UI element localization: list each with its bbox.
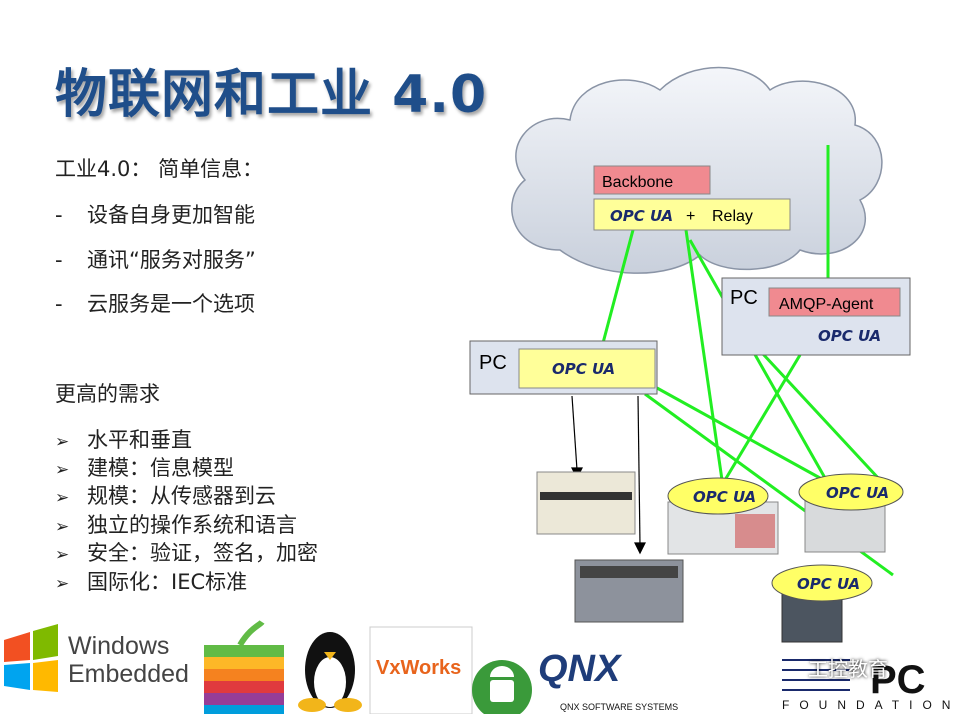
plc-device <box>536 471 636 535</box>
intro-text: 工业4.0： 简单信息： <box>55 157 264 181</box>
link <box>601 229 635 344</box>
amqp-agent-label: AMQP-Agent <box>779 296 874 313</box>
plus-label: + <box>686 208 695 225</box>
link <box>688 239 827 479</box>
arrow-bullet-icon: ➢ <box>55 432 70 452</box>
qnx-subtitle: QNX SOFTWARE SYSTEMS <box>560 702 679 712</box>
section-heading: 更高的需求 <box>55 382 160 406</box>
link <box>748 338 882 482</box>
plc-devices <box>536 471 886 643</box>
svg-text:PC: PC <box>870 658 926 702</box>
dash-item: -设备自身更加智能 <box>55 203 255 227</box>
bullet-item: ➢水平和垂直 <box>55 428 192 452</box>
svg-text:OPC UA: OPC UA <box>826 484 889 502</box>
opc-foundation-logo: PC <box>782 650 942 702</box>
arrow-bullet-icon: ➢ <box>55 488 70 508</box>
svg-text:OPC UA: OPC UA <box>797 575 860 593</box>
android-logo-icon <box>472 660 532 714</box>
arrow-bullet-icon: ➢ <box>55 574 70 594</box>
opc-ua-ellipse <box>771 564 873 602</box>
watermark: 工控教育 <box>808 657 888 681</box>
dash-item: -通讯“服务对服务” <box>55 248 256 272</box>
bullet-item: ➢建模：信息模型 <box>55 456 234 480</box>
opc-ua-logo: OPC UA <box>610 207 673 225</box>
opc-ua-ellipse <box>798 473 904 511</box>
backbone-box <box>593 165 711 195</box>
amqp-agent-box <box>768 287 901 317</box>
vxworks-logo: VxWorks <box>376 657 462 679</box>
windows-logo-line2: Embedded <box>68 660 189 688</box>
relay-label: Relay <box>712 208 753 225</box>
bullet-item: ➢国际化：IEC标准 <box>55 570 248 594</box>
windows-logo-line1: Windows <box>68 632 170 660</box>
linux-tux-icon <box>298 632 362 712</box>
relay-box <box>593 198 791 231</box>
pc-label: PC <box>730 287 758 309</box>
arrow-bullet-icon: ➢ <box>55 517 70 537</box>
opc-ua-ellipse <box>667 477 769 515</box>
bullet-item: ➢安全：验证，签名，加密 <box>55 541 318 565</box>
backbone-label: Backbone <box>602 174 673 191</box>
opc-ua-logo: OPC UA <box>818 327 881 345</box>
svg-text:OPC UA: OPC UA <box>693 488 756 506</box>
link <box>684 229 724 481</box>
pc-label: PC <box>479 352 507 374</box>
dash-item: -云服务是一个选项 <box>55 292 255 316</box>
windows-flag-icon <box>4 624 58 692</box>
opc-ua-box <box>518 348 656 389</box>
arrow-bullet-icon: ➢ <box>55 460 70 480</box>
slide-title: 物联网和工业 4.0 <box>55 65 488 125</box>
opc-foundation-text: FOUNDATION <box>782 698 956 712</box>
link <box>656 386 821 480</box>
opc-ua-logo: OPC UA <box>552 360 615 378</box>
bullet-item: ➢规模：从传感器到云 <box>55 484 276 508</box>
arrow-bullet-icon: ➢ <box>55 545 70 565</box>
link <box>723 354 802 481</box>
vxworks-logo-frame <box>369 626 473 714</box>
apple-logo-icon <box>204 619 284 714</box>
qnx-logo: QNX <box>538 648 621 690</box>
bullet-item: ➢独立的操作系统和语言 <box>55 513 297 537</box>
